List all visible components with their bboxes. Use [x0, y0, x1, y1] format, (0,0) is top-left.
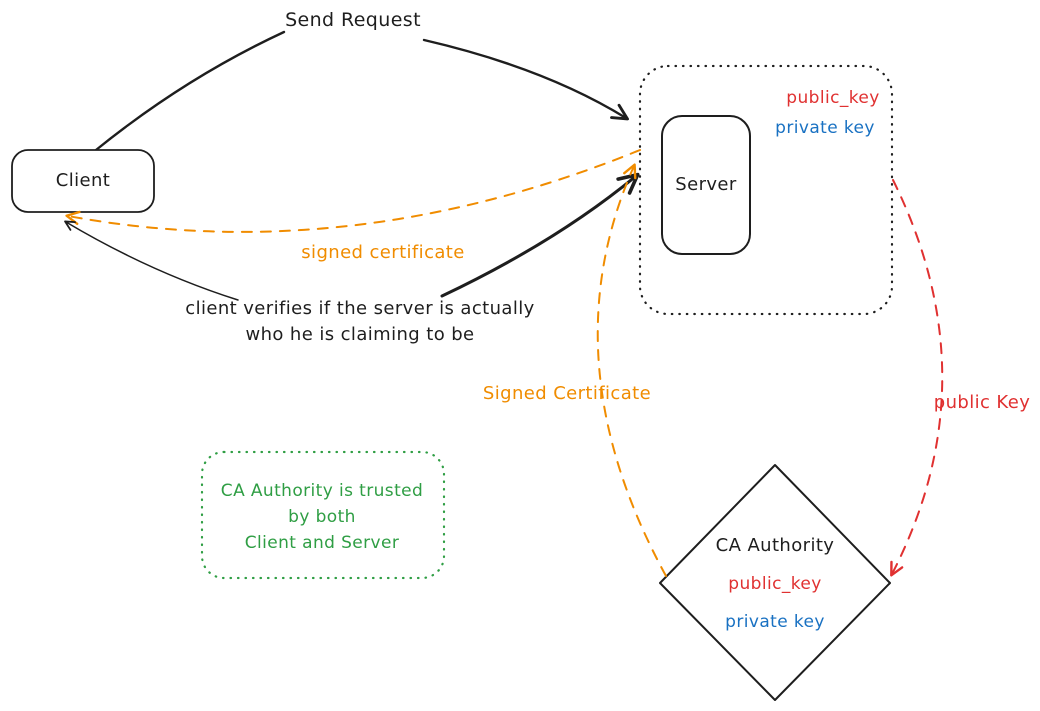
verify-note: client verifies if the server is actuall…	[185, 296, 534, 348]
ca-authority-label: CA Authority	[715, 535, 835, 556]
verify-note-line1: client verifies if the server is actuall…	[185, 298, 535, 319]
server-private-key-label: private key	[775, 118, 875, 138]
verify-to-server-arrow	[440, 172, 640, 298]
trust-note-box	[200, 450, 446, 580]
ca-authority-diamond	[659, 464, 891, 701]
server-public-key-label: public_key	[786, 88, 880, 108]
send-request-arrow-right-segment	[422, 38, 629, 121]
public-key-arrow-label: public Key	[933, 392, 1031, 413]
verify-to-client-arrow	[64, 220, 239, 301]
public-key-to-ca-arrow	[890, 179, 944, 577]
trust-note-line2: by both	[288, 507, 356, 527]
signed-certificate-to-client-arrow	[65, 149, 641, 233]
client-label: Client	[55, 170, 111, 191]
trust-note-line1: CA Authority is trusted	[220, 481, 424, 501]
signed-certificate-lower-label: signed certificate	[301, 242, 465, 263]
trust-note: CA Authority is trusted by both Client a…	[221, 478, 423, 556]
signed-certificate-upper-label: Signed Certificate	[482, 383, 652, 404]
server-box	[661, 115, 751, 255]
send-request-label: Send Request	[285, 9, 421, 31]
client-box	[11, 149, 155, 213]
verify-note-line2: who he is claiming to be	[245, 324, 475, 345]
server-label: Server	[675, 174, 737, 195]
send-request-arrow-left-segment	[94, 30, 286, 152]
trust-note-line3: Client and Server	[244, 533, 400, 553]
ca-private-key-label: private key	[725, 612, 825, 632]
server-dotted-container	[638, 64, 894, 316]
ca-public-key-label: public_key	[728, 574, 822, 594]
signed-certificate-from-ca-arrow	[596, 163, 667, 577]
